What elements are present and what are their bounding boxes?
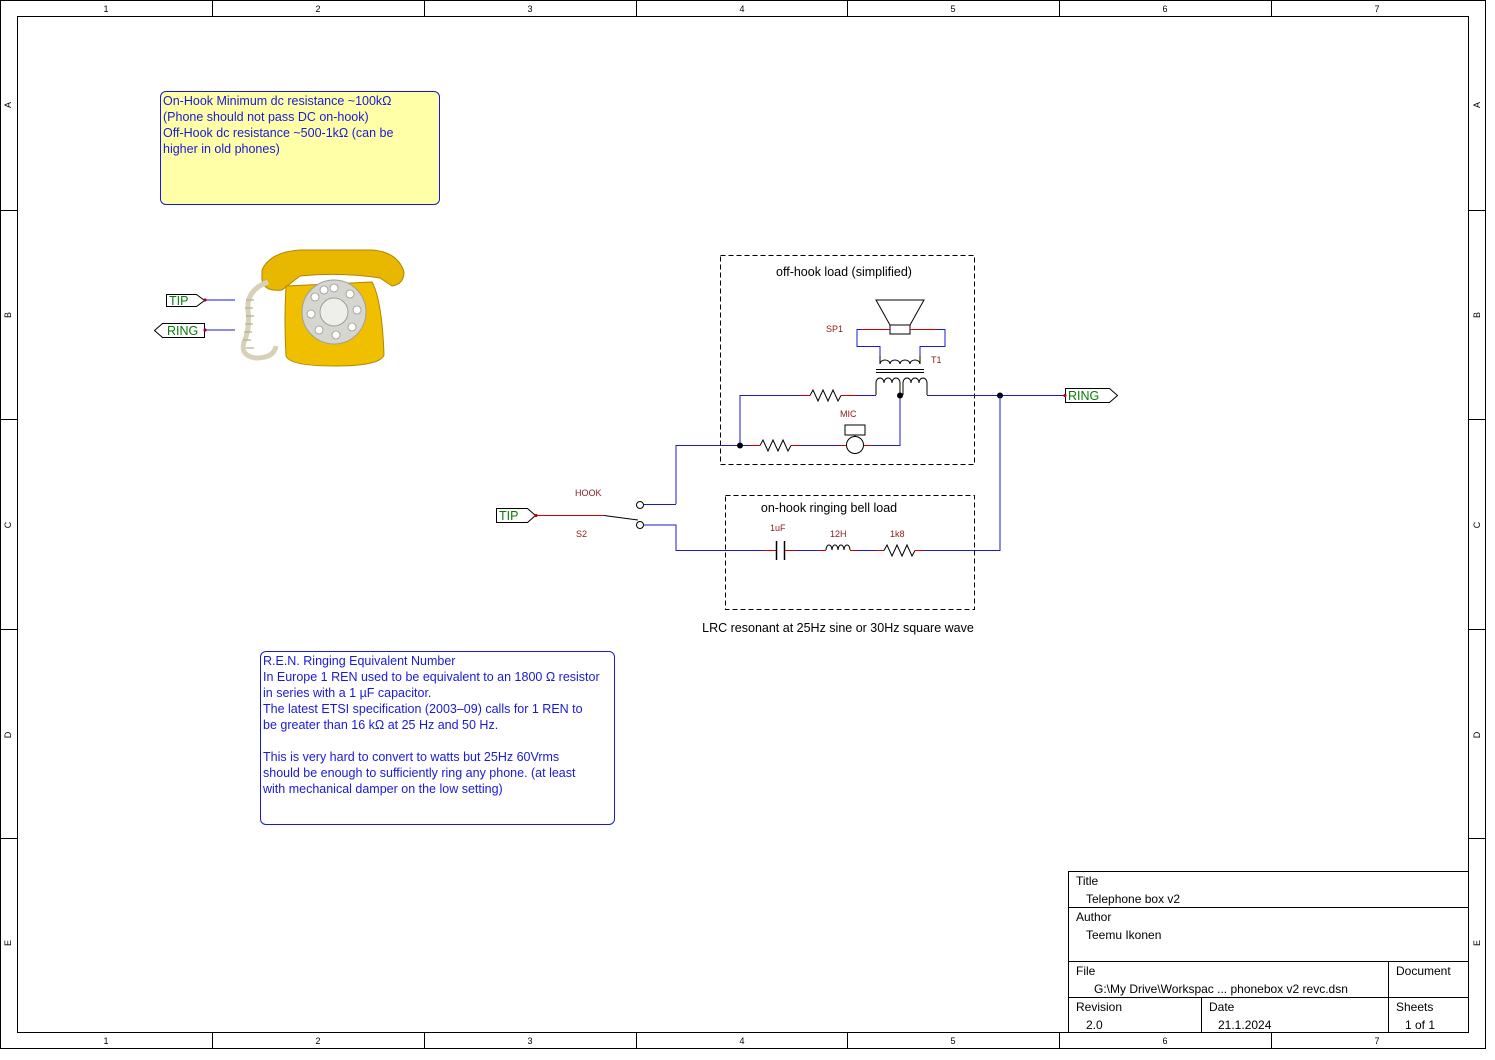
junction-dot	[737, 442, 743, 449]
onhook-wires	[796, 395, 1001, 551]
revision-value: 2.0	[1086, 1018, 1103, 1032]
file-label: File	[1076, 964, 1096, 978]
inductor-value: 12H	[830, 529, 847, 539]
offhook-resistor-top	[800, 388, 858, 403]
col-label: 2	[315, 1036, 320, 1046]
title-block	[1068, 871, 1469, 1033]
date-label: Date	[1209, 1000, 1235, 1014]
t1-label: T1	[931, 355, 942, 365]
row-label: D	[1472, 731, 1482, 738]
row-label: D	[3, 731, 13, 738]
hook-switch-s2: HOOK S2	[536, 488, 772, 551]
offhook-box-label: off-hook load (simplified)	[776, 265, 912, 279]
file-value: G:\My Drive\Workspac ... phonebox v2 rev…	[1094, 982, 1348, 996]
col-label: 4	[739, 1036, 744, 1046]
tip-label: TIP	[169, 294, 188, 308]
s2-label: S2	[576, 529, 587, 539]
col-label: 3	[527, 1036, 532, 1046]
row-label: E	[1472, 940, 1482, 946]
col-label: 5	[950, 1036, 955, 1046]
lower-tip-port: TIP	[496, 508, 538, 523]
mic-label: MIC	[840, 409, 857, 419]
col-label: 1	[103, 4, 108, 14]
col-label: 7	[1374, 4, 1379, 14]
resistor-value: 1k8	[890, 529, 905, 539]
revision-label: Revision	[1076, 1000, 1122, 1014]
col-label: 3	[527, 4, 532, 14]
offhook-wires	[675, 395, 1064, 504]
row-label: E	[3, 940, 13, 946]
right-ring-port: RING	[1063, 388, 1119, 403]
onhook-load-box	[725, 495, 975, 610]
sheets-label: Sheets	[1396, 1000, 1433, 1014]
col-label: 5	[950, 4, 955, 14]
lower-tip-label: TIP	[499, 509, 518, 523]
hook-resistance-note: On-Hook Minimum dc resistance ~100kΩ (Ph…	[160, 91, 440, 205]
sheet-inner-border	[17, 16, 1469, 1033]
ring-label: RING	[167, 324, 198, 338]
row-label: C	[3, 521, 13, 528]
row-label: A	[3, 102, 13, 108]
onhook-box-label: on-hook ringing bell load	[761, 501, 897, 515]
title-label: Title	[1076, 874, 1099, 888]
col-label: 7	[1374, 1036, 1379, 1046]
microphone-mic: MIC	[838, 409, 872, 454]
junction-dot	[897, 392, 903, 399]
date-value: 21.1.2024	[1218, 1018, 1272, 1032]
left-ring-port: RING	[153, 323, 235, 338]
speaker-sp1: SP1	[826, 299, 938, 335]
row-label: B	[3, 312, 13, 318]
resistor-1k8: 1k8	[876, 529, 924, 558]
title-value: Telephone box v2	[1086, 892, 1180, 906]
document-label: Document	[1396, 964, 1451, 978]
transformer-t1	[875, 356, 928, 395]
col-label: 4	[739, 4, 744, 14]
col-label: 1	[103, 1036, 108, 1046]
author-label: Author	[1076, 910, 1111, 924]
telephone-picture	[240, 249, 405, 367]
capacitor-1uf: 1uF	[764, 523, 796, 560]
author-value: Teemu Ikonen	[1086, 928, 1161, 942]
col-label: 6	[1162, 4, 1167, 14]
row-label: C	[1472, 521, 1482, 528]
lrc-caption: LRC resonant at 25Hz sine or 30Hz square…	[702, 621, 974, 635]
sheets-value: 1 of 1	[1405, 1018, 1435, 1032]
col-label: 2	[315, 4, 320, 14]
hook-label: HOOK	[575, 488, 602, 498]
inductor-12h: 12H	[818, 529, 858, 551]
left-tip-port: TIP	[166, 294, 235, 308]
row-label: B	[1472, 312, 1482, 318]
col-label: 6	[1162, 1036, 1167, 1046]
row-label: A	[1472, 102, 1482, 108]
offhook-resistor-bottom	[750, 438, 800, 453]
right-ring-label: RING	[1068, 389, 1099, 403]
capacitor-value: 1uF	[770, 523, 786, 533]
ren-note: R.E.N. Ringing Equivalent Number In Euro…	[260, 651, 615, 825]
sp1-label: SP1	[826, 324, 843, 334]
